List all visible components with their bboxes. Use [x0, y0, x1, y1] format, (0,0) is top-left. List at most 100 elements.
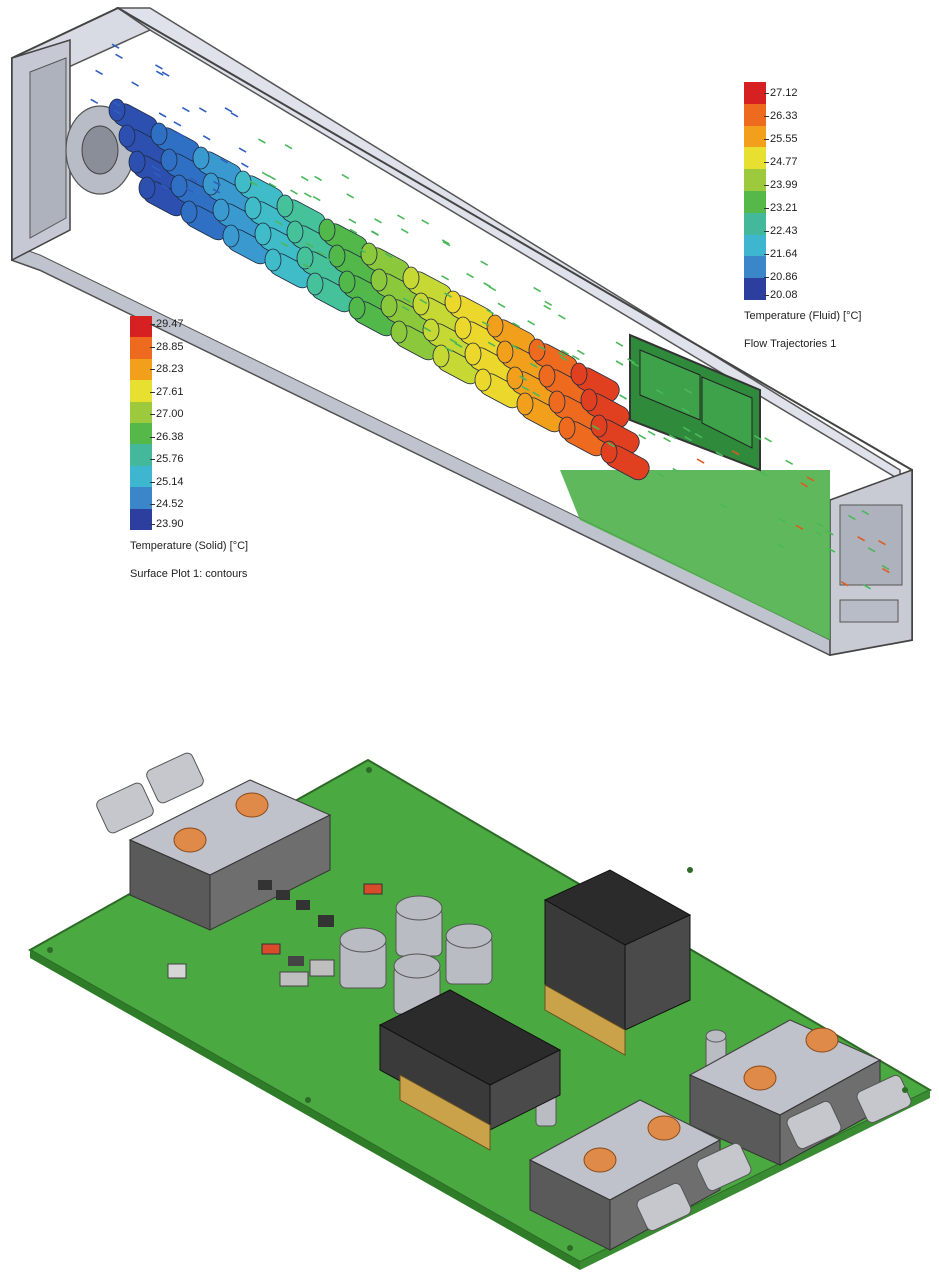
flow-arrow [806, 476, 815, 482]
flow-arrow [441, 275, 450, 281]
fluid-tick: 20.08 [764, 289, 798, 301]
flow-arrow [682, 426, 691, 432]
solid-tick: 28.23 [150, 363, 184, 375]
flow-arrow [847, 514, 856, 521]
flow-arrow [111, 43, 120, 49]
battery-cell-end [558, 416, 576, 440]
flow-arrow [173, 121, 182, 127]
battery-cell-end [390, 320, 408, 344]
flow-arrow [795, 524, 804, 531]
flow-arrow [442, 241, 451, 247]
flow-arrow [240, 162, 249, 168]
flow-arrow [483, 282, 492, 288]
flow-arrow [638, 434, 647, 440]
battery-cell-end [170, 174, 188, 198]
solid-tick: 26.38 [150, 431, 184, 443]
flow-arrow [421, 219, 430, 225]
fluid-tick: 27.12 [764, 87, 798, 99]
flow-arrow [268, 175, 276, 181]
flow-arrow [557, 314, 566, 320]
flow-arrow [115, 53, 123, 59]
battery-cell-end [264, 248, 282, 272]
flow-arrow [90, 98, 99, 105]
battery-cell-end [422, 318, 440, 342]
battery-cell-end [234, 170, 252, 194]
battery-cells [108, 98, 650, 481]
flow-arrow [619, 394, 627, 400]
flow-arrow [220, 158, 228, 164]
battery-cell-end [360, 242, 378, 266]
flow-arrow [719, 503, 728, 509]
battery-cell-end [150, 122, 168, 146]
flow-arrow [668, 434, 677, 440]
pcb-model [27, 752, 933, 1270]
solid-tick: 28.85 [150, 341, 184, 353]
battery-cell-end [464, 342, 482, 366]
battery-cell-end [160, 148, 178, 172]
flow-arrow [607, 441, 615, 448]
fluid-temperature-legend: 27.12 26.33 25.55 24.77 23.99 23.21 22.4… [744, 82, 914, 362]
flow-arrow [684, 388, 692, 394]
fluid-tick: 24.77 [764, 156, 798, 168]
flow-arrow [532, 391, 541, 397]
flow-arrow [302, 263, 311, 269]
battery-cell-end [454, 316, 472, 340]
battery-cell-end [212, 198, 230, 222]
battery-cell-end [180, 200, 198, 224]
flow-arrow [760, 471, 769, 477]
flow-arrow [715, 451, 724, 457]
solid-tick: 25.14 [150, 476, 184, 488]
flow-arrow [615, 341, 624, 347]
colorbar-segment [130, 487, 152, 509]
battery-cell-end [192, 146, 210, 170]
battery-cell-end [496, 340, 514, 364]
colorbar-segment [744, 256, 766, 279]
flow-arrow [776, 542, 785, 549]
flow-arrow [785, 459, 794, 465]
flow-arrow [486, 308, 495, 315]
flow-arrow [290, 189, 298, 195]
flow-arrow [825, 530, 834, 536]
flow-arrow [258, 138, 266, 144]
battery-cell-end [380, 294, 398, 318]
battery-cell-end [222, 224, 240, 248]
flow-arrow [444, 292, 452, 298]
flow-arrow [280, 241, 289, 247]
battery-cell-end [254, 222, 272, 246]
colorbar-segment [744, 212, 766, 235]
colorbar-segment [130, 380, 152, 402]
flow-arrow [312, 195, 321, 202]
flow-arrow [358, 247, 366, 254]
battery-cell-end [580, 388, 598, 412]
flow-arrow [512, 322, 520, 328]
flow-arrow [480, 260, 489, 266]
solid-tick: 23.90 [150, 518, 184, 530]
colorbar-segment [744, 234, 766, 257]
flow-arrow [814, 530, 823, 537]
flow-arrow [346, 193, 355, 199]
flow-arrow [212, 188, 221, 194]
battery-cell-end [318, 218, 336, 242]
flow-arrow [155, 70, 164, 76]
flow-arrow [326, 257, 335, 263]
flow-arrow [161, 71, 170, 77]
flow-arrow [840, 581, 849, 587]
flow-arrow [317, 250, 325, 257]
battery-cell-end [128, 150, 146, 174]
flow-arrow [349, 228, 358, 235]
flow-arrow [158, 112, 167, 118]
flow-arrow [341, 173, 350, 180]
flow-arrow [441, 239, 450, 245]
flow-arrow [189, 177, 198, 183]
battery-cell-end [118, 124, 136, 148]
flow-arrow [400, 228, 409, 234]
fluid-legend-title: Temperature (Fluid) [°C] [744, 310, 862, 322]
flow-arrow [423, 326, 432, 333]
flow-arrow [881, 567, 890, 574]
battery-cell-end [528, 338, 546, 362]
flow-arrow [867, 547, 876, 553]
colorbar-segment [744, 103, 766, 126]
fluid-tick: 20.86 [764, 271, 798, 283]
solid-tick: 27.61 [150, 386, 184, 398]
